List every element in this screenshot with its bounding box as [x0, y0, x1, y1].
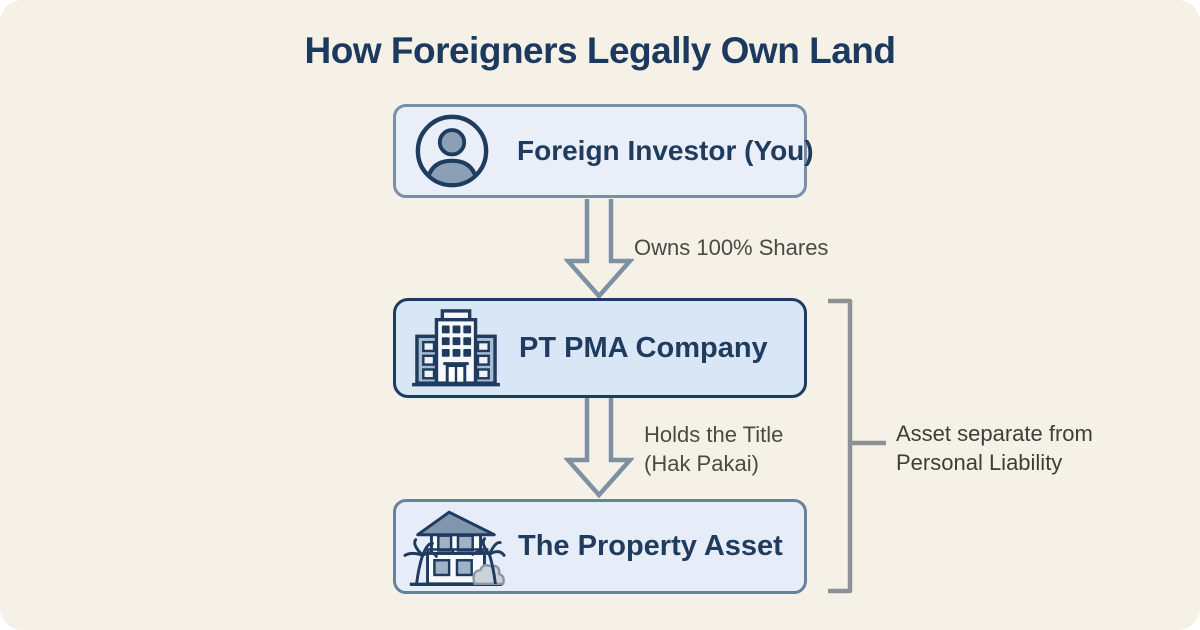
- brace-bracket: [828, 298, 886, 594]
- node-pt-pma-company: PT PMA Company: [393, 298, 807, 398]
- node-label: The Property Asset: [518, 530, 783, 562]
- node-label: Foreign Investor (You): [517, 135, 814, 166]
- node-label: PT PMA Company: [519, 331, 768, 364]
- office-building-icon: [412, 309, 500, 387]
- down-arrow-icon: [564, 398, 634, 498]
- node-foreign-investor: Foreign Investor (You): [393, 104, 814, 198]
- person-icon: [415, 114, 489, 188]
- page-title: How Foreigners Legally Own Land: [304, 30, 896, 71]
- villa-icon: [403, 510, 506, 587]
- palm-tree-right: [471, 537, 506, 585]
- edge-label-holds-title: Holds the Title (Hak Pakai): [644, 422, 784, 476]
- down-arrow-icon: [564, 199, 634, 299]
- annotation-asset-separation: Asset separate from Personal Liability: [896, 421, 1093, 475]
- node-property-asset: The Property Asset: [393, 499, 807, 594]
- palm-tree-left: [403, 538, 438, 585]
- edge-label-owns-shares: Owns 100% Shares: [634, 235, 829, 260]
